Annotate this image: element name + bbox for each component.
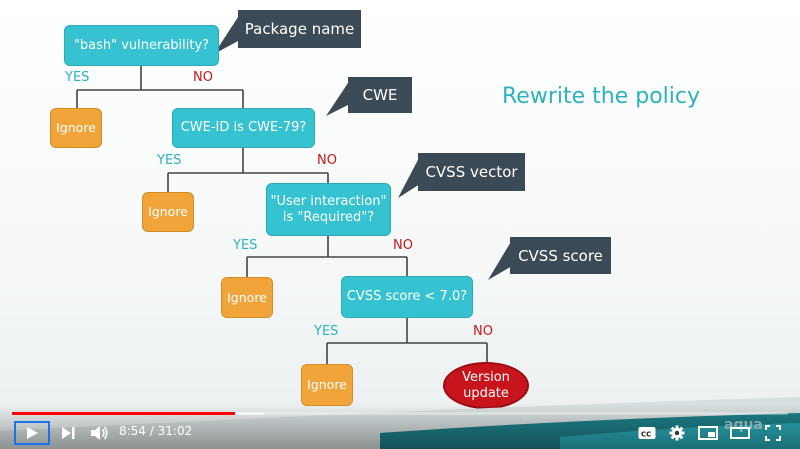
player-controls-bar [0,404,800,449]
version-update-line2: update [463,385,509,401]
decision-text: CWE-ID is CWE-79? [180,120,307,135]
play-button[interactable] [14,421,50,445]
callout-text: CVSS score [518,246,603,265]
volume-button[interactable] [89,423,111,443]
decision-cwe-79: CWE-ID is CWE-79? [172,108,315,148]
progress-bar[interactable] [12,412,788,415]
svg-text:CC: CC [641,431,651,439]
volume-icon [91,426,108,440]
fullscreen-icon [765,425,781,441]
decision-text: CVSS score < 7.0? [346,289,468,304]
ignore-text: Ignore [227,289,267,305]
ignore-box-4: Ignore [301,364,353,406]
theater-mode-button[interactable] [729,423,751,443]
no-label-3: NO [393,238,413,253]
decision-text-line2: is "Required"? [282,209,375,225]
progress-played [12,412,235,415]
ignore-box-3: Ignore [221,277,273,318]
version-update-node: Version update [443,362,529,409]
callout-text: Package name [244,20,355,38]
ignore-text: Ignore [307,377,347,392]
play-icon [27,427,38,439]
theater-icon [730,427,750,439]
yes-label-3: YES [233,238,258,253]
fullscreen-button[interactable] [763,423,783,443]
no-label-2: NO [317,153,337,168]
yes-label-1: YES [65,70,90,85]
miniplayer-icon [698,426,718,440]
slide-title: Rewrite the policy [502,84,700,109]
decision-cvss-score: CVSS score < 7.0? [341,276,473,318]
yes-label-2: YES [157,153,182,168]
ignore-box-1: Ignore [50,108,102,148]
current-time: 8:54 [119,424,146,438]
next-icon [62,427,75,439]
version-update-line1: Version [462,369,510,385]
next-button[interactable] [58,423,78,443]
time-separator: / [149,424,154,438]
callout-cvss-vector: CVSS vector [418,153,525,191]
ignore-text: Ignore [56,120,96,135]
decision-text-line1: "User interaction" [270,193,387,209]
ignore-box-2: Ignore [142,192,194,232]
callout-text: CWE [362,86,398,104]
no-label-1: NO [193,70,213,85]
callout-cvss-score: CVSS score [510,237,611,274]
duration: 31:02 [157,424,193,438]
miniplayer-button[interactable] [697,423,719,443]
callout-cwe: CWE [348,77,412,113]
time-display: 8:54 / 31:02 [119,424,192,438]
settings-button[interactable] [667,423,687,443]
decision-text: "bash" vulnerability? [73,37,210,53]
callout-package-name: Package name [238,10,361,48]
captions-icon: CC [638,427,656,439]
decision-user-interaction: "User interaction" is "Required"? [266,183,391,236]
ignore-text: Ignore [148,204,188,219]
no-label-4: NO [473,324,493,339]
callout-text: CVSS vector [425,163,518,181]
gear-icon [669,425,685,441]
decision-bash-vulnerability: "bash" vulnerability? [64,25,219,66]
yes-label-4: YES [314,324,339,339]
captions-button[interactable]: CC [636,423,658,443]
